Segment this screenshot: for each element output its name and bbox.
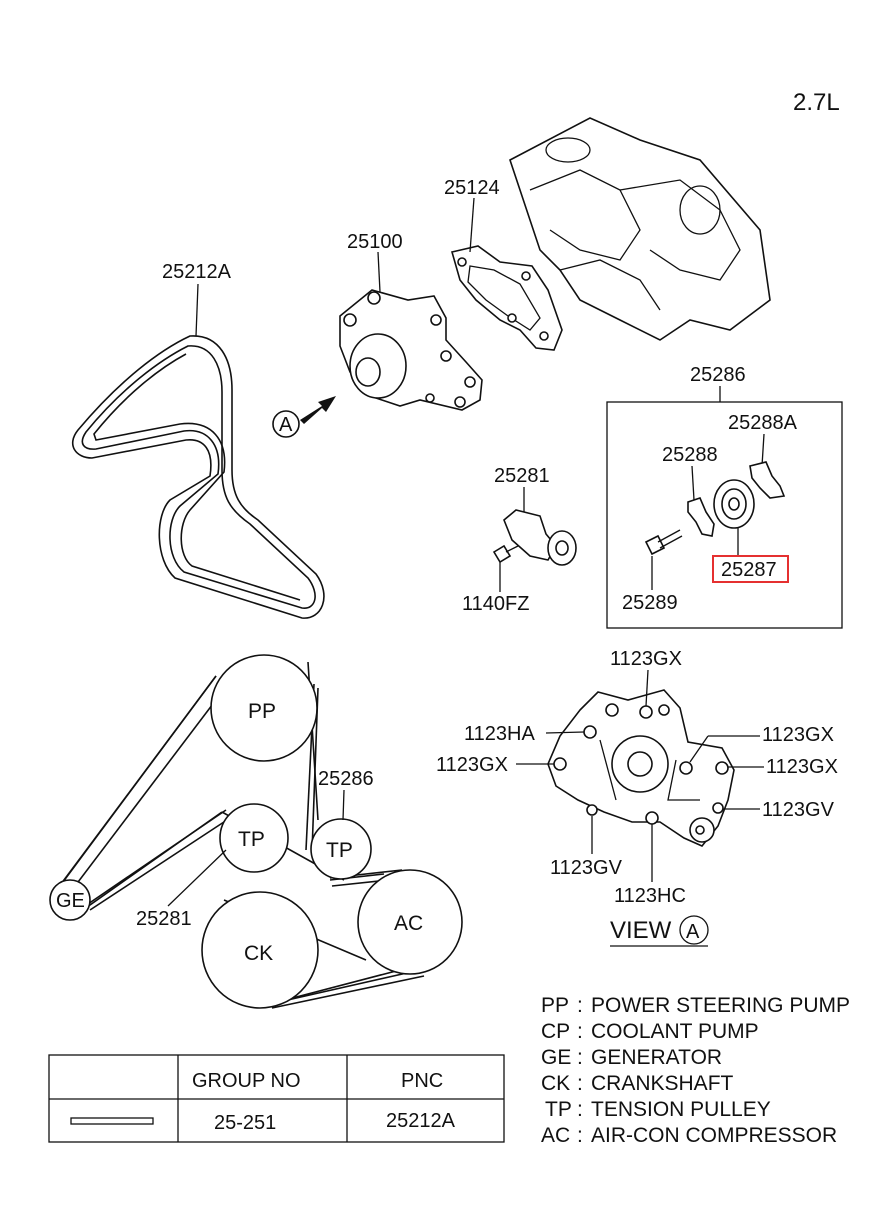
pulley-ac[interactable]: AC: [357, 869, 463, 975]
water-pump-illustration[interactable]: [339, 289, 483, 411]
parts-table: GROUP NO PNC 25-251 25212A: [48, 1054, 505, 1143]
legend-item-cp: CP : COOLANT PUMP: [541, 1020, 759, 1043]
leader-line: [645, 669, 649, 707]
leader-line: [691, 465, 695, 501]
svg-text:AC: AC: [541, 1124, 570, 1147]
part-label-pulley-bolt[interactable]: 25289: [622, 592, 678, 614]
legend-item-tp: TP : TENSION PULLEY: [545, 1098, 771, 1121]
tensioner-bolt-illustration[interactable]: [492, 544, 519, 564]
belt-symbol: [70, 1117, 154, 1125]
table-header-pnc: PNC: [401, 1070, 443, 1092]
bracket-a-illustration[interactable]: [749, 461, 786, 499]
bracket-illustration[interactable]: [687, 497, 715, 537]
legend-item-ac: AC : AIR-CON COMPRESSOR: [541, 1124, 837, 1147]
table-cell-group-no[interactable]: 25-251: [214, 1112, 276, 1134]
svg-text:TENSION PULLEY: TENSION PULLEY: [591, 1098, 771, 1121]
svg-text:TP: TP: [326, 839, 353, 862]
leader-line: [377, 251, 381, 293]
part-label-tensioner-bolt[interactable]: 1140FZ: [462, 593, 529, 615]
view-a-pump-illustration: [547, 689, 735, 847]
bolt-label-bottom-gv[interactable]: 1123GV: [550, 857, 623, 879]
table-header-group-no: GROUP NO: [192, 1070, 301, 1092]
leader-line: [195, 283, 199, 337]
bolt-label-right-gx-1[interactable]: 1123GX: [762, 724, 834, 746]
svg-text:CP: CP: [541, 1020, 570, 1043]
legend-item-pp: PP : POWER STEERING PUMP: [541, 994, 850, 1017]
view-a-title: VIEW A: [610, 915, 709, 947]
svg-text::: :: [577, 1098, 583, 1121]
pulley-ck[interactable]: CK: [201, 891, 319, 1009]
view-a-title-marker: A: [686, 921, 700, 943]
svg-text:COOLANT PUMP: COOLANT PUMP: [591, 1020, 759, 1043]
leader-line: [761, 433, 765, 467]
gasket-illustration[interactable]: [450, 245, 563, 351]
svg-text::: :: [577, 1020, 583, 1043]
svg-text:GE: GE: [56, 890, 85, 912]
table-cell-pnc[interactable]: 25212A: [386, 1110, 456, 1132]
svg-text:TP: TP: [238, 828, 265, 851]
leader-line: [689, 735, 709, 763]
drive-belt-illustration[interactable]: [72, 335, 325, 619]
leader-line: [167, 849, 227, 907]
bolt-label-bottom-hc[interactable]: 1123HC: [614, 885, 686, 907]
svg-text:AIR-CON COMPRESSOR: AIR-CON COMPRESSOR: [591, 1124, 837, 1147]
svg-text:PP: PP: [541, 994, 569, 1017]
svg-text:TP: TP: [545, 1098, 572, 1121]
legend-item-ck: CK : CRANKSHAFT: [541, 1072, 734, 1095]
leader-line: [342, 789, 345, 821]
leader-line: [469, 197, 475, 253]
part-label-idler-pulley[interactable]: 25287: [721, 559, 777, 581]
svg-text:GENERATOR: GENERATOR: [591, 1046, 722, 1069]
part-label-water-pump[interactable]: 25100: [347, 231, 403, 253]
svg-text::: :: [577, 1124, 583, 1147]
svg-text:POWER STEERING PUMP: POWER STEERING PUMP: [591, 994, 850, 1017]
part-label-bracket-a[interactable]: 25288A: [728, 412, 798, 434]
bolt-label-top-gx[interactable]: 1123GX: [610, 648, 682, 670]
svg-text:GE: GE: [541, 1046, 571, 1069]
pulley-tp-kit[interactable]: TP: [310, 818, 372, 880]
svg-text::: :: [577, 1046, 583, 1069]
bolt-label-left-gx[interactable]: 1123GX: [436, 754, 508, 776]
pulley-tp-assy[interactable]: TP: [219, 803, 289, 873]
part-label-tensioner-kit[interactable]: 25286: [690, 364, 746, 386]
view-a-arrow: A: [272, 396, 336, 438]
leader-line: [545, 731, 585, 734]
engine-block-illustration: [509, 117, 771, 341]
engine-label: 2.7L: [793, 89, 840, 116]
part-label-bracket[interactable]: 25288: [662, 444, 718, 466]
svg-text:AC: AC: [394, 912, 423, 935]
bolt-label-right-gv[interactable]: 1123GV: [762, 799, 835, 821]
svg-text:CRANKSHAFT: CRANKSHAFT: [591, 1072, 734, 1095]
highlight-box-idler-pulley: [712, 555, 789, 583]
pulley-ge[interactable]: GE: [49, 879, 91, 921]
part-label-tensioner-assy[interactable]: 25281: [494, 465, 550, 487]
legend-item-ge: GE : GENERATOR: [541, 1046, 722, 1069]
bolt-label-right-gx-2[interactable]: 1123GX: [766, 756, 838, 778]
pulley-pp[interactable]: PP: [210, 654, 318, 762]
pulley-bolt-illustration[interactable]: [644, 529, 683, 556]
svg-text::: :: [577, 994, 583, 1017]
idler-pulley-illustration[interactable]: [713, 479, 755, 529]
view-a-title-text: VIEW: [610, 917, 672, 944]
view-a-marker: A: [279, 414, 293, 436]
callout-tp-assy[interactable]: 25281: [136, 908, 192, 930]
svg-text::: :: [577, 1072, 583, 1095]
part-label-belt[interactable]: 25212A: [162, 261, 232, 283]
svg-text:CK: CK: [541, 1072, 570, 1095]
legend: PP : POWER STEERING PUMP CP : COOLANT PU…: [541, 994, 850, 1147]
svg-text:PP: PP: [248, 700, 276, 723]
part-label-gasket[interactable]: 25124: [444, 177, 500, 199]
svg-text:CK: CK: [244, 942, 273, 965]
tensioner-kit-box: [606, 401, 843, 629]
tensioner-assy-illustration[interactable]: [503, 509, 577, 566]
callout-tp-kit[interactable]: 25286: [318, 768, 374, 790]
bolt-label-left-ha[interactable]: 1123HA: [464, 723, 535, 745]
